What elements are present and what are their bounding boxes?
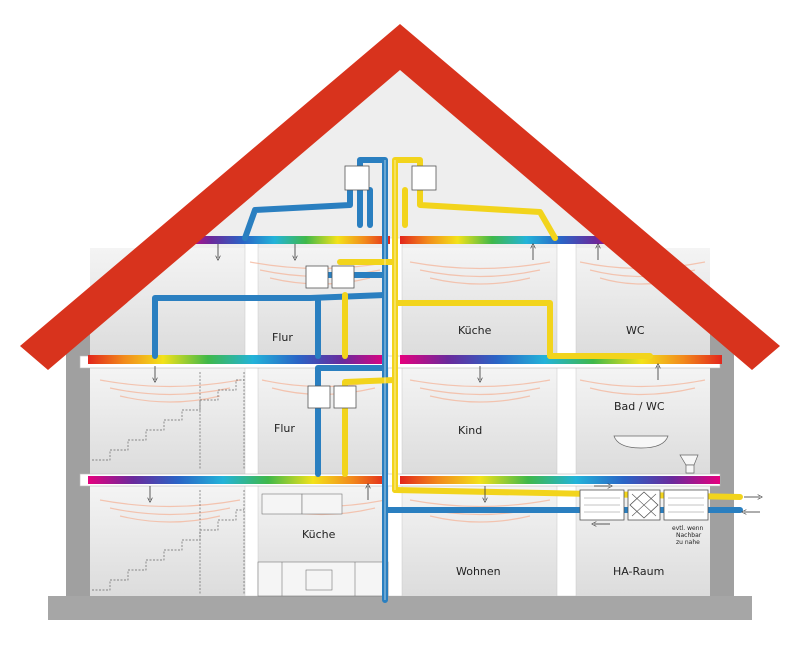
heat-recovery-unit [579,489,709,521]
room-label-wohnen: Wohnen [456,565,501,578]
room-label-kueche-top: Küche [458,324,492,337]
airflow-arrows [150,244,760,524]
foundation-slab [48,596,752,620]
note-line-3: zu nahe [676,539,700,546]
room-label-wc: WC [626,324,645,337]
room-label-flur-mid: Flur [274,422,295,435]
room-bg-bot-stairs [90,486,245,596]
room-label-kueche-bottom: Küche [302,528,336,541]
room-label-flur-top: Flur [272,331,293,344]
note-line-2: Nachbar [676,532,702,539]
heating-bands [88,236,722,484]
room-bg-bot-wohnen [402,486,557,596]
warmth-ripples [99,261,706,523]
distribution-boxes [305,165,437,409]
room-label-ha-raum: HA-Raum [613,565,664,578]
staircase [92,372,245,594]
room-label-kind: Kind [458,424,482,437]
duct-highlights [384,160,396,600]
kitchen-cabinets-bottom [257,493,389,597]
room-bg-mid-stairs [90,368,245,474]
note-line-1: evtl. wenn [672,525,703,532]
room-bg-mid-kind [402,368,557,474]
room-label-bad-wc: Bad / WC [614,400,665,413]
bath-fixtures [613,435,699,474]
